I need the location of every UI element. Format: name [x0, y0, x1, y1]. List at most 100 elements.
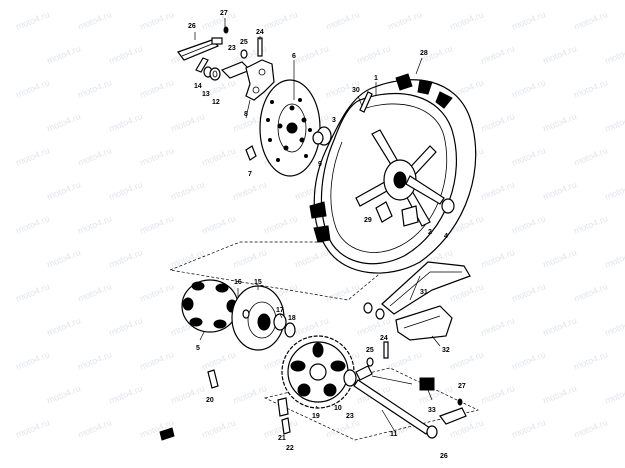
leader-lines [194, 18, 441, 431]
watermark-text: moto4.ru [76, 417, 113, 440]
sprocket-center [309, 363, 327, 381]
callout-29: 29 [364, 217, 372, 224]
axle-nut [426, 425, 438, 439]
watermark-text: moto4.ru [510, 417, 547, 440]
brake-disc-vents [266, 98, 312, 162]
sprocket-cutouts [290, 342, 346, 397]
watermark-text: moto4.ru [603, 383, 625, 406]
watermark-text: moto4.ru [138, 213, 175, 236]
stay-23-lower [355, 365, 373, 381]
sprocket-cutout [290, 360, 306, 372]
leader-33 [427, 389, 433, 401]
callout-22: 22 [286, 445, 294, 452]
watermark-text: moto4.ru [448, 9, 485, 32]
callout-25: 25 [240, 39, 248, 46]
watermark-text: moto4.ru [45, 315, 82, 338]
tread-block [417, 79, 433, 95]
front-arrow-icon [159, 427, 175, 441]
callout-3: 3 [332, 117, 336, 124]
watermark-text: moto4.ru [262, 213, 299, 236]
callout-31: 31 [420, 289, 428, 296]
watermark-text: moto4.ru [169, 179, 206, 202]
watermark-text: moto4.ru [14, 145, 51, 168]
callout-10: 10 [334, 405, 342, 412]
callout-4: 4 [444, 233, 448, 240]
watermark-text: moto4.ru [510, 349, 547, 372]
drum-bore [257, 313, 271, 331]
bearing-2 [401, 205, 419, 227]
watermark-text: moto4.ru [200, 145, 237, 168]
chain-guard-group [363, 261, 471, 341]
watermark-text: moto4.ru [107, 111, 144, 134]
disc-vent-hole [304, 154, 308, 158]
sprocket-bolt-20 [207, 369, 219, 389]
watermark-text: moto4.ru [479, 179, 516, 202]
watermark-text: moto4.ru [603, 111, 625, 134]
callout-24-lower: 24 [380, 335, 388, 342]
watermark-text: moto4.ru [603, 43, 625, 66]
watermark-text: moto4.ru [45, 43, 82, 66]
leader-19 [315, 405, 319, 409]
watermark-text: moto4.ru [510, 145, 547, 168]
tread-block [395, 73, 413, 91]
watermark-text: moto4.ru [510, 77, 547, 100]
callout-25-lower: 25 [366, 347, 374, 354]
arrow-body [159, 427, 175, 441]
cotter-pin-27 [223, 26, 229, 34]
watermark-text: moto4.ru [541, 383, 578, 406]
chain-adjuster-block-33 [419, 377, 435, 391]
bearing-4 [441, 198, 455, 214]
chain-guard-edge [389, 271, 462, 307]
watermark-text: moto4.ru [541, 179, 578, 202]
callout-9: 9 [318, 161, 322, 168]
callout-21: 21 [278, 435, 286, 442]
watermark-text: moto4.ru [107, 43, 144, 66]
washer-12-hole [212, 70, 218, 78]
disc-vent-hole [268, 138, 272, 142]
brake-disc-hub [277, 103, 307, 153]
watermark-text: moto4.ru [14, 281, 51, 304]
hub-bore [393, 171, 407, 189]
callout-16: 16 [234, 279, 242, 286]
watermark-text: moto4.ru [510, 281, 547, 304]
watermark-text: moto4.ru [479, 43, 516, 66]
watermark-text: moto4.ru [169, 247, 206, 270]
disc-bolt [289, 105, 295, 111]
callout-23-lower: 23 [346, 413, 354, 420]
disc-bolt [299, 137, 305, 143]
watermark-text: moto4.ru [76, 9, 113, 32]
watermark-text: moto4.ru [231, 179, 268, 202]
watermark-text: moto4.ru [479, 315, 516, 338]
watermark-text: moto4.ru [572, 281, 609, 304]
disc-vent-hole [276, 158, 280, 162]
watermark-text: moto4.ru [479, 247, 516, 270]
watermark-text: moto4.ru [541, 111, 578, 134]
callout-27: 27 [220, 10, 228, 17]
callout-11: 11 [390, 431, 398, 438]
watermark-text: moto4.ru [45, 383, 82, 406]
watermark-text: moto4.ru [138, 349, 175, 372]
disc-bolt [301, 117, 307, 123]
watermark-text: moto4.ru [324, 281, 361, 304]
leader-11 [381, 409, 395, 431]
watermark-text: moto4.ru [448, 281, 485, 304]
bearing-17 [273, 313, 287, 331]
watermark-text: moto4.ru [231, 383, 268, 406]
leader-32 [431, 335, 441, 347]
disc-bolt [277, 123, 283, 129]
callout-7: 7 [248, 171, 252, 178]
bracket-hole-upper [258, 68, 266, 76]
disc-vent-hole [308, 128, 312, 132]
callout-32: 32 [442, 347, 450, 354]
sprocket-cutout [323, 383, 337, 397]
watermark-text: moto4.ru [200, 417, 237, 440]
callout-24: 24 [256, 29, 264, 36]
watermark-text: moto4.ru [200, 349, 237, 372]
watermark-text: moto4.ru [603, 247, 625, 270]
callout-1: 1 [374, 75, 378, 82]
watermark-text: moto4.ru [541, 315, 578, 338]
cush-lobe [215, 283, 229, 293]
watermark-text: moto4.ru [14, 349, 51, 372]
sprocket-nut-21 [277, 397, 289, 417]
